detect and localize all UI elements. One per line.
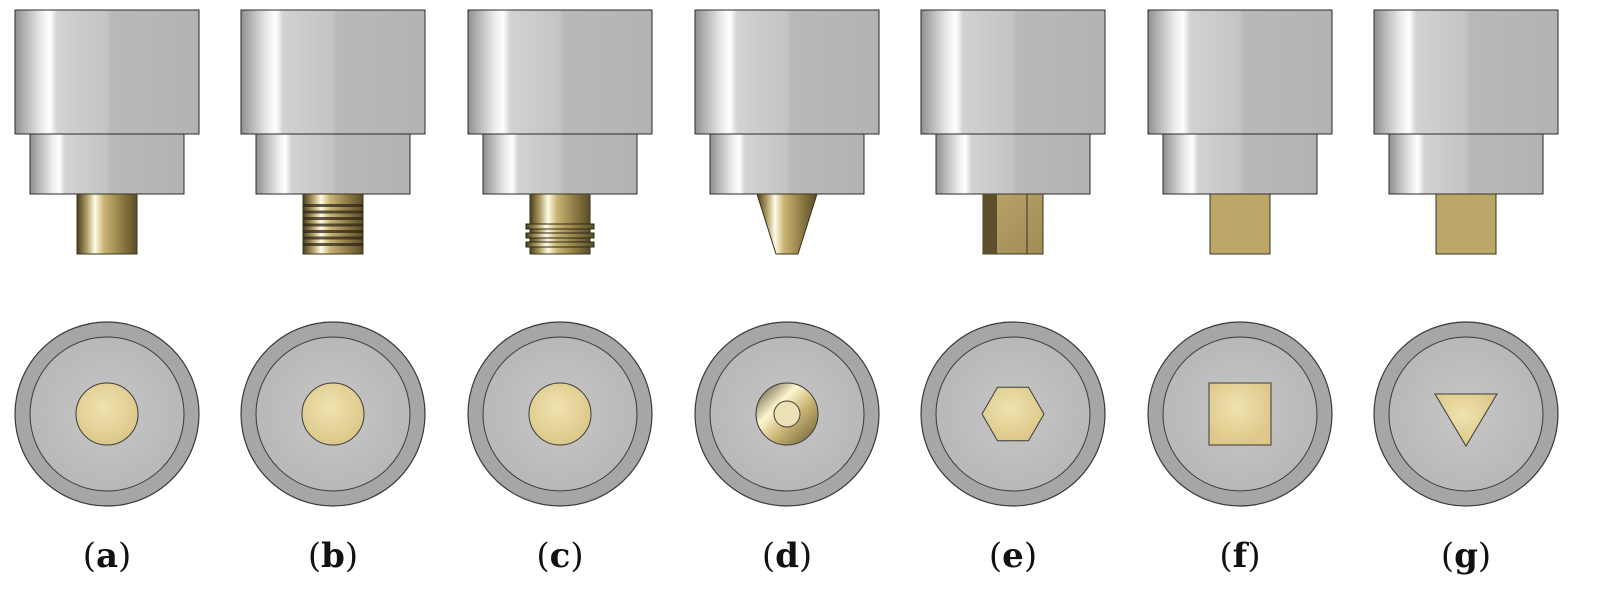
caption-close-paren: ) (344, 536, 359, 576)
holder-upper-body (467, 9, 653, 135)
holder-shoulder (1162, 133, 1318, 195)
caption-label: b (321, 536, 345, 576)
panel-d (694, 9, 880, 507)
thread-line (303, 217, 363, 220)
caption-close-paren: ) (570, 536, 584, 576)
caption-open-paren: ( (307, 536, 322, 576)
panel-caption-a: (a) (47, 536, 167, 576)
caption-open-paren: ( (988, 536, 1003, 576)
holder-upper-body (694, 9, 880, 135)
holder-shoulder (935, 133, 1091, 195)
pin-conical (756, 193, 818, 255)
holder-upper-body (1147, 9, 1333, 135)
holder-shoulder (482, 133, 638, 195)
caption-close-paren: ) (118, 536, 132, 576)
pin-end-hexagon (981, 386, 1045, 442)
pin-end-circle (528, 382, 592, 446)
panel-caption-f: (f) (1180, 536, 1300, 576)
caption-close-paren: ) (798, 536, 813, 576)
panel-c (467, 9, 653, 507)
panel-caption-d: (d) (727, 536, 847, 576)
panel-e (920, 9, 1106, 507)
pin-end-square (1208, 382, 1272, 446)
pin-end-circle (301, 382, 365, 446)
pin-hex-facet (983, 194, 997, 254)
panel-b (240, 9, 426, 507)
holder-upper-body (1373, 9, 1559, 135)
pin-triangular (1435, 193, 1497, 255)
caption-open-paren: ( (536, 536, 550, 576)
thread-line (303, 210, 363, 214)
holder-shoulder (709, 133, 865, 195)
caption-label: d (775, 536, 799, 576)
caption-label: g (1454, 536, 1478, 576)
holder-shoulder (255, 133, 411, 195)
caption-label: e (1002, 536, 1024, 576)
caption-close-paren: ) (1023, 536, 1038, 576)
holder-upper-body (14, 9, 200, 135)
thread-line (303, 230, 363, 233)
caption-close-paren: ) (1247, 536, 1261, 576)
caption-open-paren: ( (1440, 536, 1455, 576)
panel-a (14, 9, 200, 507)
pin-end-triangle (1434, 393, 1498, 447)
caption-label: a (95, 536, 119, 576)
panel-caption-g: (g) (1406, 536, 1526, 576)
caption-open-paren: ( (1219, 536, 1233, 576)
pin-end-circle (75, 382, 139, 446)
thread-line (303, 236, 363, 240)
caption-close-paren: ) (1477, 536, 1492, 576)
caption-open-paren: ( (82, 536, 96, 576)
thread-line (303, 204, 363, 207)
panel-g (1373, 9, 1559, 507)
panel-caption-b: (b) (273, 536, 393, 576)
panel-caption-e: (e) (953, 536, 1073, 576)
panel-caption-c: (c) (500, 536, 620, 576)
thread-line (303, 243, 363, 246)
caption-open-paren: ( (761, 536, 776, 576)
holder-upper-body (240, 9, 426, 135)
pin-end-tip (773, 400, 801, 428)
pin-square (1209, 193, 1271, 255)
groove-ring (525, 223, 595, 230)
groove-ring (525, 232, 595, 239)
holder-upper-body (920, 9, 1106, 135)
holder-shoulder (1388, 133, 1544, 195)
caption-label: f (1232, 536, 1248, 576)
panel-f (1147, 9, 1333, 507)
pin-cylindrical (76, 193, 138, 255)
thread-line (303, 223, 363, 227)
groove-ring (525, 241, 595, 248)
caption-label: c (549, 536, 571, 576)
holder-shoulder (29, 133, 185, 195)
